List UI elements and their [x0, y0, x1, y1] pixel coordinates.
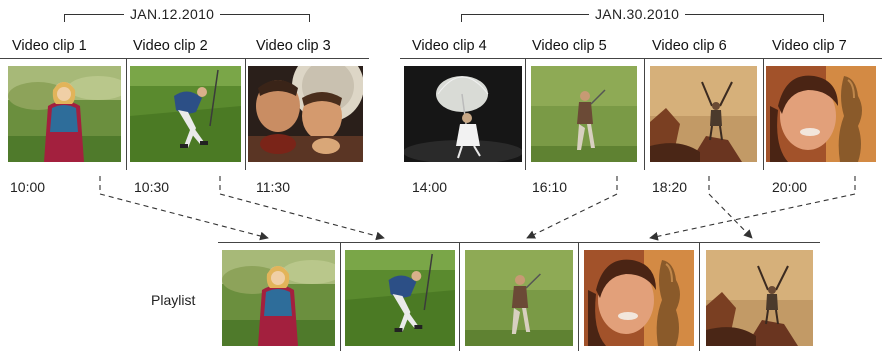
clip-thumbnail-4: [404, 66, 522, 162]
playlist-top-rule: [218, 242, 820, 243]
clip-label-4: Video clip 4: [412, 38, 487, 54]
group-2-header-rule: [400, 58, 882, 59]
playlist-divider-4-5: [699, 242, 700, 351]
playlist-thumbnail-2: [345, 250, 455, 346]
date-bracket-1-left-tick: [64, 14, 65, 22]
clip-time-2: 10:30: [134, 179, 170, 195]
clip-time-7: 20:00: [772, 179, 808, 195]
clip-divider-2-3: [245, 58, 246, 170]
arrow-clip6-to-playlist5: [708, 176, 753, 239]
arrow-clip2-to-playlist2: [219, 176, 385, 241]
group-1-header-rule: [0, 58, 369, 59]
playlist-thumbnail-1: [222, 250, 335, 346]
playlist-thumbnail-3: [465, 250, 573, 346]
date-label-2: JAN.30.2010: [589, 6, 686, 22]
clip-thumbnail-6: [650, 66, 757, 162]
playlist-thumbnail-4: [584, 250, 694, 346]
date-label-1: JAN.12.2010: [124, 6, 221, 22]
clip-thumbnail-5: [531, 66, 637, 162]
clip-divider-4-5: [525, 58, 526, 170]
playlist-divider-3-4: [578, 242, 579, 351]
arrow-clip1-to-playlist1: [99, 176, 269, 241]
date-bracket-1-right-tick: [309, 14, 310, 22]
clip-divider-1-2: [126, 58, 127, 170]
clip-label-2: Video clip 2: [133, 38, 208, 54]
clip-thumbnail-7: [766, 66, 876, 162]
clip-thumbnail-3: [248, 66, 363, 162]
clip-thumbnail-1: [8, 66, 121, 162]
clip-time-3: 11:30: [256, 179, 290, 195]
clip-time-1: 10:00: [10, 179, 46, 195]
clip-divider-6-7: [763, 58, 764, 170]
clip-time-5: 16:10: [532, 179, 568, 195]
playlist-label: Playlist: [151, 292, 196, 308]
clip-label-1: Video clip 1: [12, 38, 87, 54]
clip-label-6: Video clip 6: [652, 38, 727, 54]
clip-label-7: Video clip 7: [772, 38, 847, 54]
clip-time-6: 18:20: [652, 179, 688, 195]
playlist-divider-1-2: [340, 242, 341, 351]
playlist-divider-2-3: [459, 242, 460, 351]
playlist-thumbnail-5: [706, 250, 813, 346]
clip-thumbnail-2: [130, 66, 241, 162]
clip-time-4: 14:00: [412, 179, 448, 195]
date-bracket-2-right-tick: [823, 14, 824, 22]
clip-divider-5-6: [644, 58, 645, 170]
clip-label-5: Video clip 5: [532, 38, 607, 54]
clip-label-3: Video clip 3: [256, 38, 331, 54]
date-bracket-2-left-tick: [461, 14, 462, 22]
